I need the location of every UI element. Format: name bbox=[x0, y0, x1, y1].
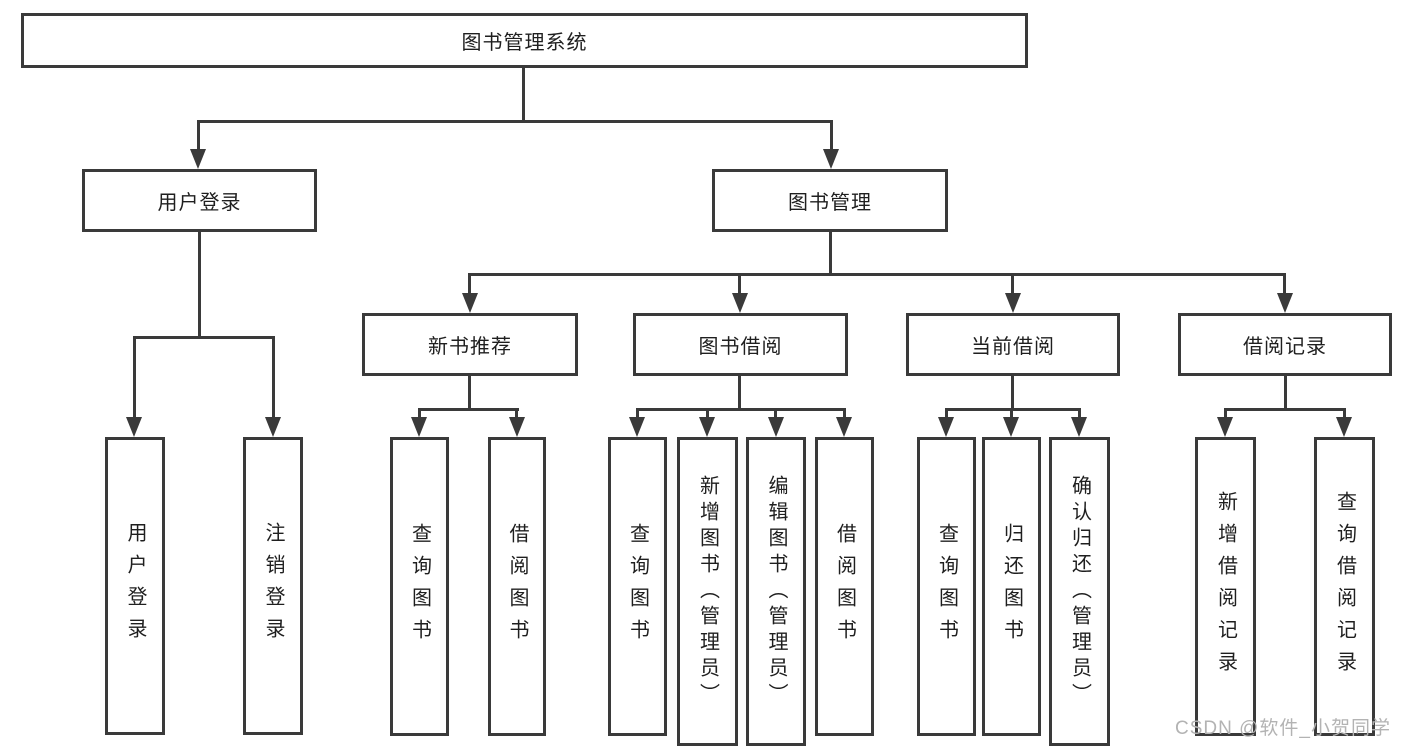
connector-line bbox=[418, 408, 421, 421]
leaf-query-books-3: 查询图书 bbox=[917, 437, 976, 736]
connector-line bbox=[945, 408, 1081, 411]
connector-line bbox=[468, 273, 471, 297]
leaf-query-borrow-record: 查询借阅记录 bbox=[1314, 437, 1375, 736]
node-user-login: 用户登录 bbox=[82, 169, 317, 232]
leaf-query-books-2: 查询图书 bbox=[608, 437, 667, 736]
arrow-down-icon bbox=[265, 417, 281, 437]
node-book-management: 图书管理 bbox=[712, 169, 948, 232]
arrow-down-icon bbox=[1005, 293, 1021, 313]
connector-line bbox=[1343, 408, 1346, 421]
arrow-down-icon bbox=[732, 293, 748, 313]
arrow-down-icon bbox=[699, 417, 715, 437]
leaf-return-books: 归还图书 bbox=[982, 437, 1041, 736]
connector-line bbox=[469, 273, 1286, 276]
leaf-confirm-return-admin: 确认归还（管理员） bbox=[1049, 437, 1110, 746]
arrow-down-icon bbox=[1336, 417, 1352, 437]
arrow-down-icon bbox=[190, 149, 206, 169]
connector-line bbox=[774, 408, 777, 421]
arrow-down-icon bbox=[768, 417, 784, 437]
arrow-down-icon bbox=[938, 417, 954, 437]
leaf-user-login: 用户登录 bbox=[105, 437, 165, 735]
arrow-down-icon bbox=[411, 417, 427, 437]
arrow-down-icon bbox=[1003, 417, 1019, 437]
leaf-edit-books-admin: 编辑图书（管理员） bbox=[746, 437, 806, 746]
node-borrow-records: 借阅记录 bbox=[1178, 313, 1392, 376]
arrow-down-icon bbox=[462, 293, 478, 313]
connector-line bbox=[133, 336, 275, 339]
arrow-down-icon bbox=[126, 417, 142, 437]
arrow-down-icon bbox=[823, 149, 839, 169]
connector-line bbox=[1224, 408, 1227, 421]
arrow-down-icon bbox=[1277, 293, 1293, 313]
connector-line bbox=[829, 232, 832, 275]
leaf-borrow-books-2: 借阅图书 bbox=[815, 437, 874, 736]
connector-line bbox=[1010, 408, 1013, 421]
arrow-down-icon bbox=[1071, 417, 1087, 437]
arrow-down-icon bbox=[629, 417, 645, 437]
connector-line bbox=[1224, 408, 1346, 411]
leaf-add-borrow-record: 新增借阅记录 bbox=[1195, 437, 1256, 736]
leaf-logout: 注销登录 bbox=[243, 437, 303, 735]
leaf-query-books-1: 查询图书 bbox=[390, 437, 449, 736]
arrow-down-icon bbox=[836, 417, 852, 437]
connector-line bbox=[197, 120, 833, 123]
connector-line bbox=[636, 408, 639, 421]
connector-line bbox=[843, 408, 846, 421]
node-current-borrow: 当前借阅 bbox=[906, 313, 1120, 376]
connector-line bbox=[418, 408, 519, 411]
connector-line bbox=[515, 408, 518, 421]
connector-line bbox=[636, 408, 846, 411]
leaf-add-books-admin: 新增图书（管理员） bbox=[677, 437, 738, 746]
connector-line bbox=[1011, 273, 1014, 297]
connector-line bbox=[133, 336, 136, 419]
csdn-watermark: CSDN @软件_小贺同学 bbox=[1175, 718, 1391, 739]
connector-line bbox=[1283, 273, 1286, 297]
arrow-down-icon bbox=[509, 417, 525, 437]
connector-line bbox=[1284, 376, 1287, 410]
connector-line bbox=[945, 408, 948, 421]
node-book-borrow: 图书借阅 bbox=[633, 313, 848, 376]
connector-line bbox=[197, 120, 200, 152]
connector-line bbox=[830, 120, 833, 152]
connector-line bbox=[738, 273, 741, 297]
connector-line bbox=[738, 376, 741, 410]
node-root: 图书管理系统 bbox=[21, 13, 1028, 68]
connector-line bbox=[1078, 408, 1081, 421]
connector-line bbox=[522, 68, 525, 122]
node-new-book-recommend: 新书推荐 bbox=[362, 313, 578, 376]
connector-line bbox=[272, 336, 275, 419]
connector-line bbox=[198, 232, 201, 338]
arrow-down-icon bbox=[1217, 417, 1233, 437]
connector-line bbox=[706, 408, 709, 421]
leaf-borrow-books-1: 借阅图书 bbox=[488, 437, 546, 736]
connector-line bbox=[468, 376, 471, 410]
connector-line bbox=[1011, 376, 1014, 410]
